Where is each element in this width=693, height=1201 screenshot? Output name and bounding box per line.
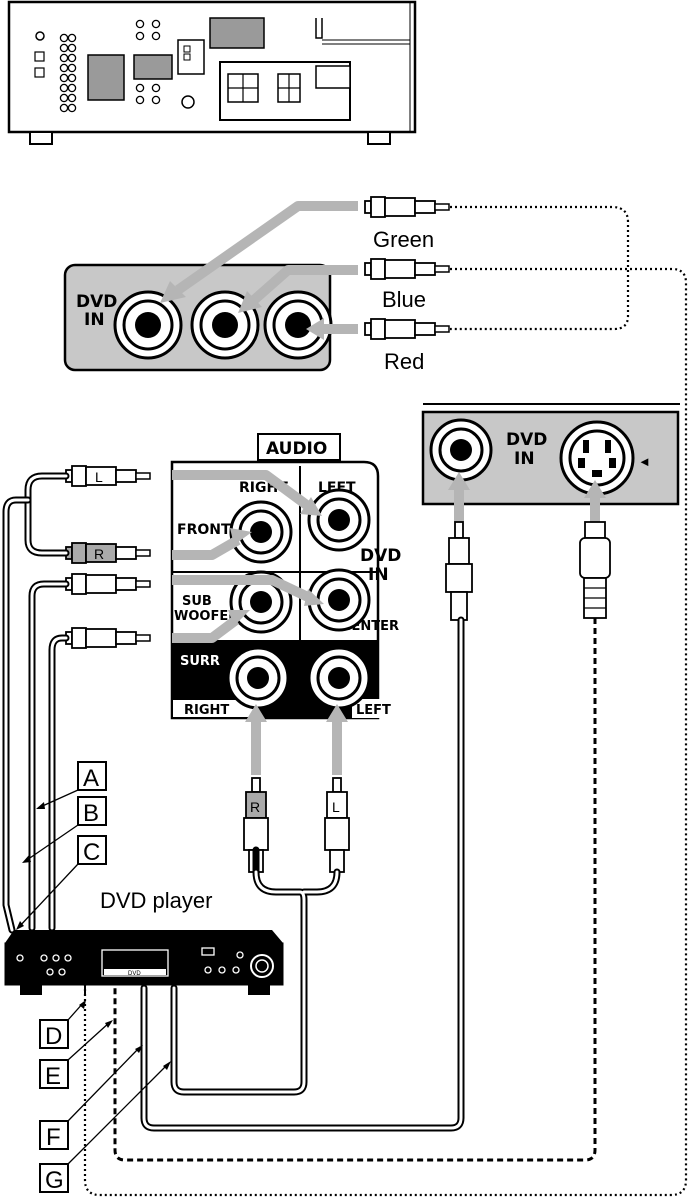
letter-box-d: D	[39, 1000, 86, 1050]
svideo-in-label: IN	[514, 449, 535, 469]
plug-green	[364, 196, 450, 218]
thumb-jack	[67, 103, 77, 113]
plug-front-left: L	[65, 465, 151, 487]
letter-box-e: E	[39, 1020, 113, 1090]
surr-left-jack	[307, 646, 371, 710]
plug-front-right: R	[65, 542, 151, 564]
thumb-jack	[59, 53, 69, 63]
thumb-jack	[67, 53, 77, 63]
receiver-rear-panel	[7, 0, 417, 145]
letter-box-c: C	[16, 835, 107, 930]
surr-left-label: LEFT	[356, 703, 391, 718]
front-left-jack	[307, 488, 371, 552]
svideo-jack	[559, 420, 635, 496]
svg-text:C: C	[83, 839, 100, 866]
svg-text:D: D	[45, 1023, 62, 1050]
thumb-jack	[135, 83, 145, 93]
plug-label-blue: Blue	[382, 287, 426, 312]
component-dvd-label: DVD	[76, 292, 117, 312]
thumb-jack	[67, 93, 77, 103]
svideo-dvd-label: DVD	[506, 430, 547, 450]
woofer-label: WOOFER	[174, 609, 238, 624]
svideo-arrows	[448, 472, 606, 522]
svideo-marker: ◄	[638, 454, 651, 469]
thumb-jack	[67, 83, 77, 93]
center-jack	[307, 568, 371, 632]
thumb-jack	[151, 19, 161, 29]
audio-in-label: IN	[368, 565, 389, 585]
plug-blue	[364, 258, 450, 280]
thumb-jack	[59, 63, 69, 73]
cables	[2, 472, 597, 1162]
plug-label-red: Red	[384, 349, 424, 374]
thumb-jack	[59, 73, 69, 83]
plug-letter-l-front: L	[95, 469, 103, 485]
letter-labels: A B C D E F	[16, 761, 171, 1194]
surr-right-jack	[226, 646, 290, 710]
thumb-jack	[151, 31, 161, 41]
thumb-jack	[135, 31, 145, 41]
dvd-display-text: DVD	[128, 971, 141, 977]
thumb-jack	[59, 103, 69, 113]
svg-text:B: B	[83, 800, 99, 827]
svg-text:F: F	[46, 1124, 61, 1151]
dvd-player: DVD player DVD	[4, 888, 284, 995]
component-jack-2	[190, 290, 260, 360]
letter-box-f: F	[39, 1045, 143, 1151]
thumb-jack	[135, 95, 145, 105]
composite-jack	[429, 418, 493, 482]
thumb-jack	[151, 83, 161, 93]
audio-arrows	[172, 470, 348, 775]
audio-title: AUDIO	[266, 439, 327, 459]
front-label: FRONT	[177, 522, 231, 538]
plug-sub	[65, 573, 151, 595]
component-arrows	[160, 201, 358, 340]
audio-left-plugs: L R	[65, 465, 151, 649]
thumb-jack	[59, 43, 69, 53]
thumb-jack	[67, 43, 77, 53]
thumb-jack	[67, 33, 77, 43]
svideo-plug	[579, 521, 611, 619]
thumb-jack	[67, 73, 77, 83]
svg-text:A: A	[83, 765, 99, 792]
plug-red	[364, 318, 450, 340]
plug-letter-l-surr: L	[332, 799, 340, 815]
svg-text:E: E	[45, 1063, 61, 1090]
letter-box-b: B	[22, 796, 107, 863]
dvd-player-caption: DVD player	[100, 888, 212, 913]
plug-surr	[65, 627, 151, 649]
component-jack-1	[113, 290, 183, 360]
plug-label-green: Green	[373, 227, 434, 252]
surr-label: SURR	[180, 654, 220, 669]
thumb-jack	[59, 93, 69, 103]
surr-right-label: RIGHT	[184, 703, 229, 718]
audio-dvd-label: DVD	[360, 546, 401, 566]
component-jack-3	[263, 290, 333, 360]
thumb-jack	[67, 63, 77, 73]
thumb-jack	[135, 19, 145, 29]
svg-text:G: G	[45, 1167, 64, 1194]
surr-plugs: R L	[243, 777, 350, 873]
component-plugs: Green Blue Red	[364, 196, 450, 374]
audio-jacks	[226, 488, 371, 710]
composite-plug	[445, 521, 473, 621]
letter-box-a: A	[36, 761, 107, 809]
component-in-label: IN	[84, 310, 105, 330]
plug-surr-l: L	[324, 777, 350, 873]
plug-letter-r-front: R	[94, 546, 104, 562]
letter-box-g: G	[39, 1061, 171, 1194]
sub-label: SUB	[182, 594, 212, 609]
thumb-jack	[59, 83, 69, 93]
plug-letter-r-surr: R	[250, 799, 260, 815]
thumb-jack	[59, 33, 69, 43]
thumb-jack	[151, 95, 161, 105]
